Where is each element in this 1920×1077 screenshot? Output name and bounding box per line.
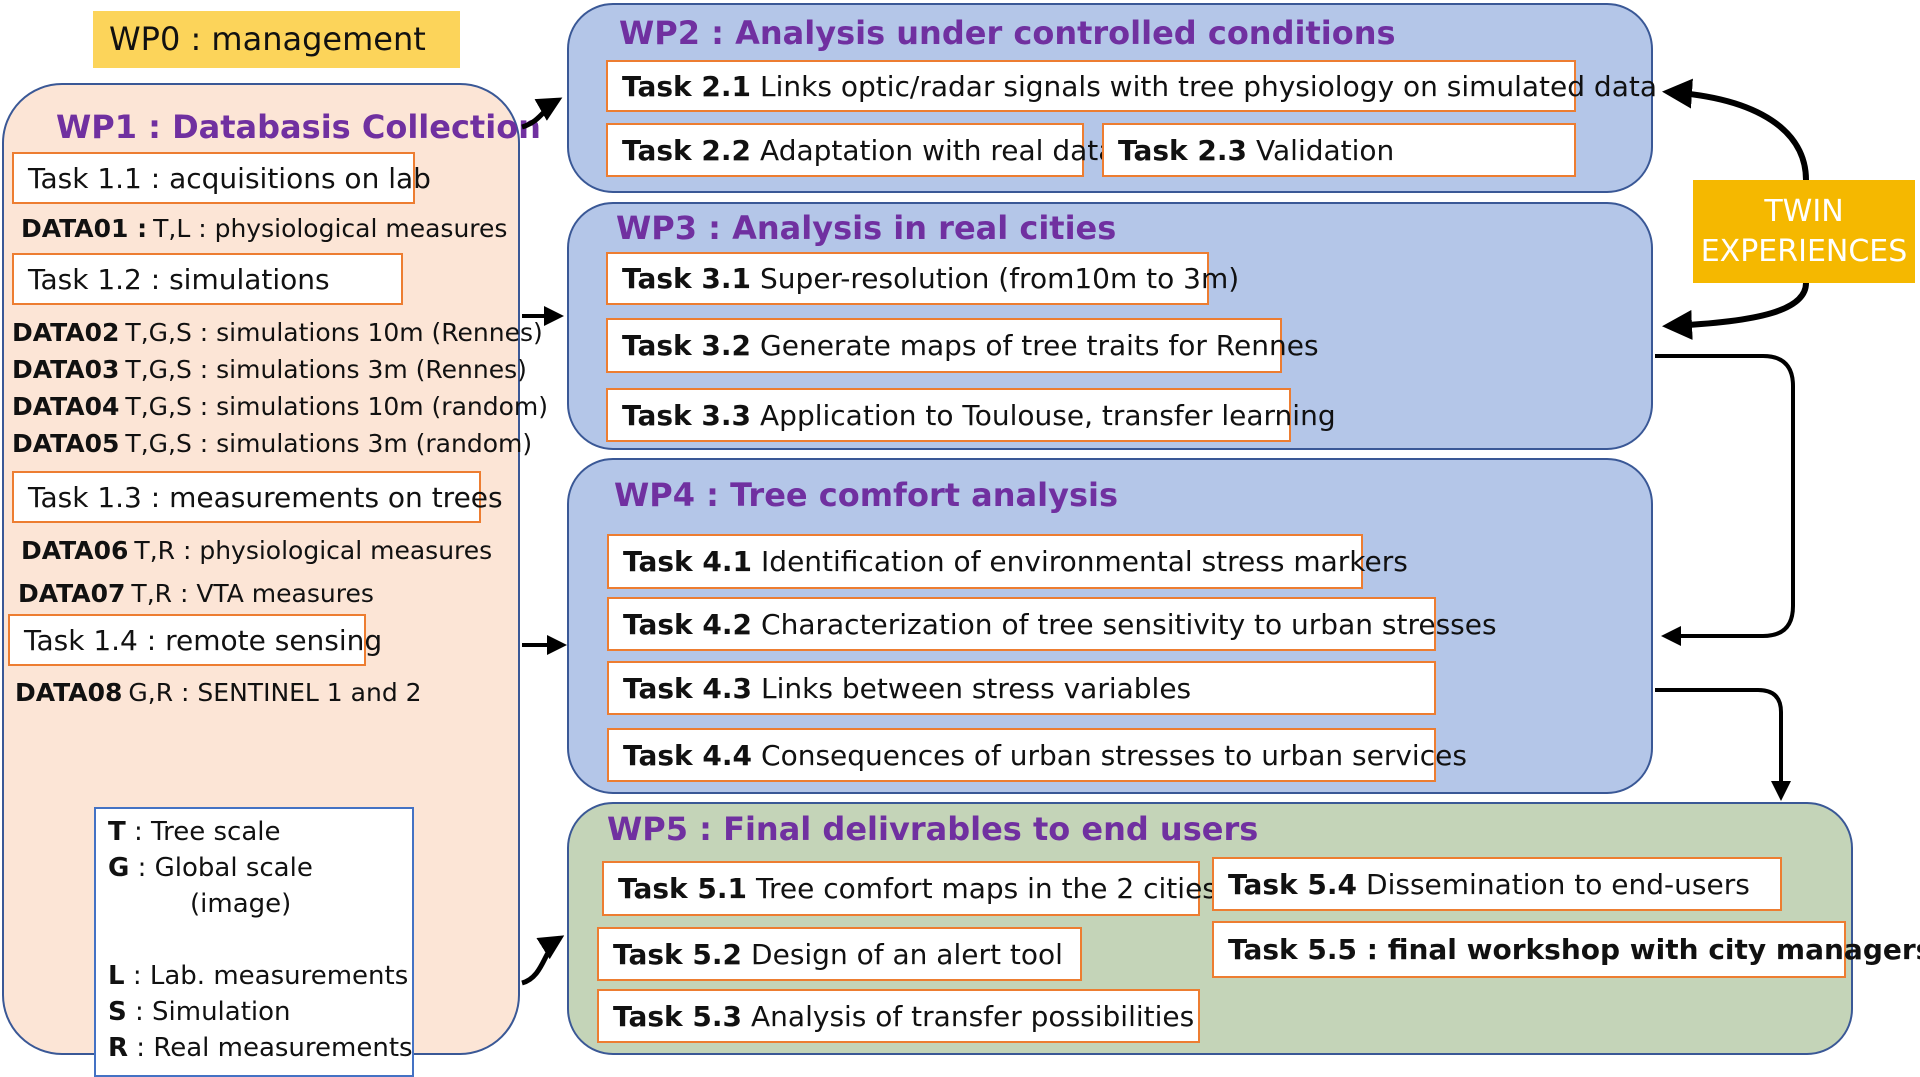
task-1-3-box: Task 1.3 : measurements on trees — [12, 471, 503, 523]
wp5-title: WP5 : Final delivrables to end users — [607, 810, 1259, 848]
wp4-title: WP4 : Tree comfort analysis — [614, 476, 1119, 514]
arrow-twin-to-wp2 — [1662, 78, 1809, 181]
wp2-panel: WP2 : Analysis under controlled conditio… — [567, 3, 1657, 193]
arrow-wp1-to-wp5 — [521, 935, 565, 986]
wp1-title: WP1 : Databasis Collection — [56, 108, 541, 146]
legend-tree-scale: T : Tree scale — [108, 817, 281, 847]
arrow-wp3-to-wp4 — [1655, 354, 1795, 646]
legend-image-note: (image) — [190, 889, 292, 919]
legend-lab-measurements: L : Lab. measurements — [108, 961, 409, 991]
legend-box: T : Tree scale G : Global scale (image) … — [94, 807, 414, 1077]
legend-simulation: S : Simulation — [108, 997, 291, 1027]
task-1-1-box: Task 1.1 : acquisitions on lab — [12, 152, 431, 204]
wp2-title: WP2 : Analysis under controlled conditio… — [619, 14, 1396, 52]
task-5-5-box: Task 5.5 : final workshop with city mana… — [1212, 921, 1920, 978]
twin-label: TWIN — [1764, 193, 1844, 229]
arrow-wp1-to-wp2 — [521, 97, 563, 130]
wp3-title: WP3 : Analysis in real cities — [616, 209, 1117, 247]
wp0-management-label: WP0 : management — [93, 11, 460, 68]
wp5-panel: WP5 : Final delivrables to end users Tas… — [567, 802, 1920, 1055]
arrow-twin-to-wp3 — [1662, 282, 1809, 340]
twin-experiences-box: TWIN EXPERIENCES — [1693, 180, 1915, 283]
experiences-label: EXPERIENCES — [1700, 233, 1908, 269]
arrow-wp4-to-wp5 — [1655, 688, 1791, 801]
legend-real-measurements: R : Real measurements — [108, 1033, 413, 1063]
task-1-2-box: Task 1.2 : simulations — [12, 253, 403, 305]
legend-global-scale: G : Global scale — [108, 853, 313, 883]
wp1-panel: WP1 : Databasis Collection Task 1.1 : ac… — [2, 83, 548, 1077]
data01-line: DATA01 :T,L : physiological measures — [21, 214, 508, 243]
task-1-4-box: Task 1.4 : remote sensing — [8, 614, 382, 666]
